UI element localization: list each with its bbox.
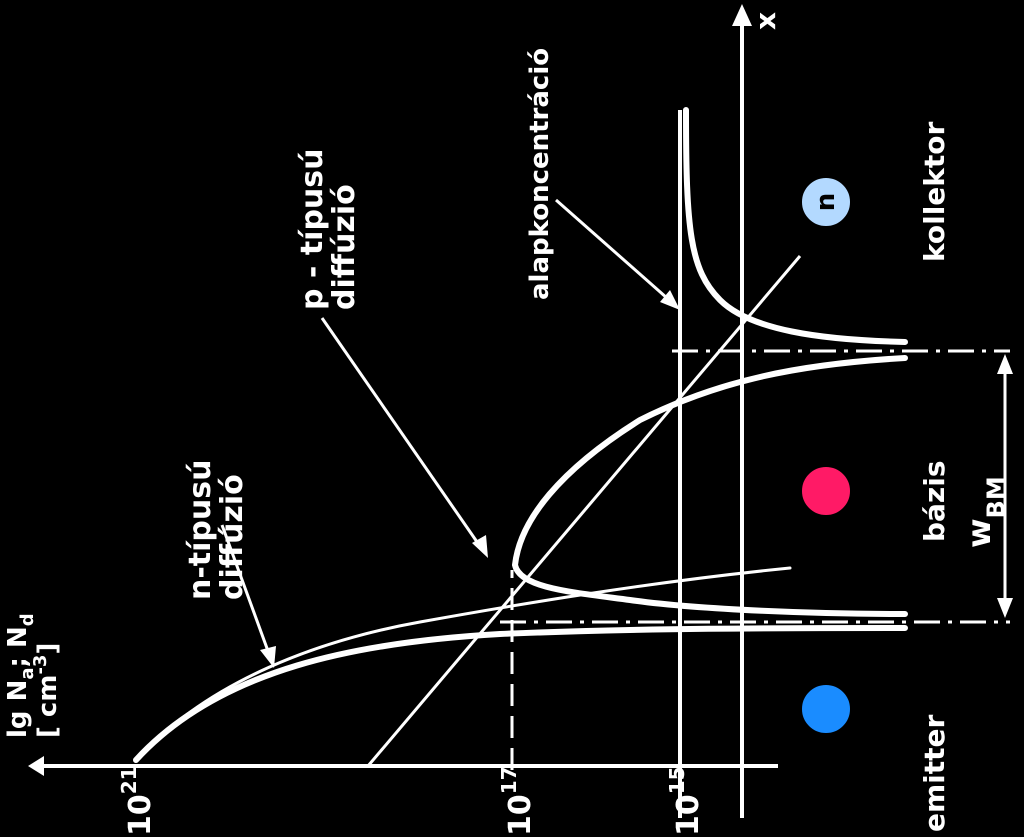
n-diffusion-label: n-típusú diffúzió [183,460,250,600]
base-label: bázis [918,461,951,543]
emitter-profile-curve [133,625,908,763]
background-pointer [555,198,677,308]
emitter-label: emitter [918,714,951,832]
y-axis-label: lg Na; Nd [ cm-3] [3,613,63,738]
svg-text:p - típusú: p - típusú [295,149,330,310]
p-diffusion-label: p - típusú diffúzió [295,149,362,310]
svg-text:1021: 1021 [117,766,158,836]
wbm-label: wBM [960,476,1010,548]
svg-text:diffúzió: diffúzió [327,184,362,310]
background-concentration-label: alapkoncentráció [525,48,555,300]
p-diffusion-pointer [320,317,486,553]
svg-text:1017: 1017 [497,766,538,836]
collector-profile-curve [683,107,908,345]
x-axis-label: x [749,12,782,30]
x-axis-arrow [732,4,752,26]
collector-label: kollektor [918,121,951,262]
svg-text:1015: 1015 [665,766,706,836]
concentration-axis-arrow [28,756,44,776]
collector-dot [800,176,852,228]
emitter-dot [800,683,852,735]
tick-1e15: 1015 [665,766,706,836]
n-diffusion-pointer [220,524,274,663]
svg-text:lg Na; Nd: lg Na; Nd [3,613,38,738]
svg-text:[ cm-3]: [ cm-3] [30,643,63,738]
svg-text:diffúzió: diffúzió [215,474,250,600]
wbm-arrow-bottom [997,598,1013,618]
svg-text:n-típusú: n-típusú [183,460,218,600]
background-pointer-head [660,290,680,310]
base-profile-curve [512,355,908,617]
collector-dot-label: n [811,193,841,212]
svg-text:wBM: wBM [960,476,1010,548]
p-diffusion-pointer-head [472,535,488,558]
p-diffusion-line [366,255,802,767]
n-diffusion-curve [136,566,792,760]
n-diffusion-pointer-head [260,646,276,668]
tick-1e17: 1017 [497,766,538,836]
wbm-arrow-top [997,354,1013,374]
base-dot [800,465,852,517]
tick-1e21: 1021 [117,766,158,836]
